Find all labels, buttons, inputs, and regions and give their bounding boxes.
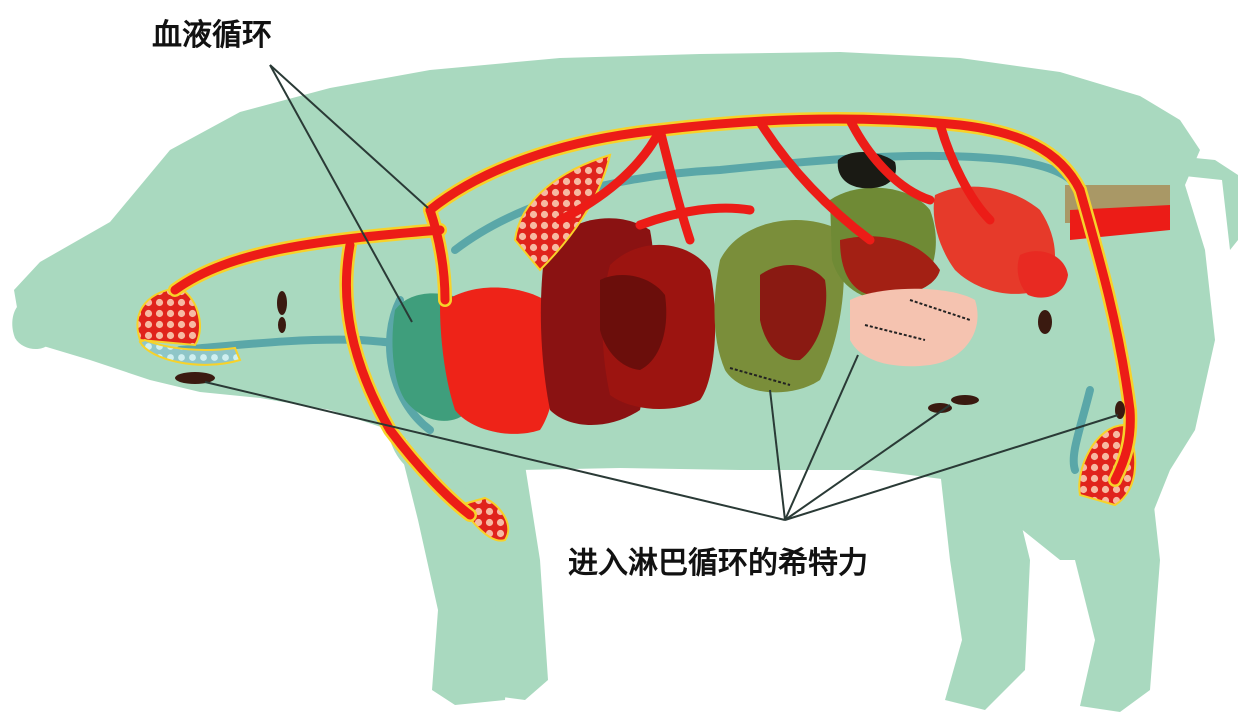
blood-circulation-label: 血液循环 (152, 10, 272, 54)
lymph-entry-label: 进入淋巴循环的希特力 (568, 538, 868, 582)
